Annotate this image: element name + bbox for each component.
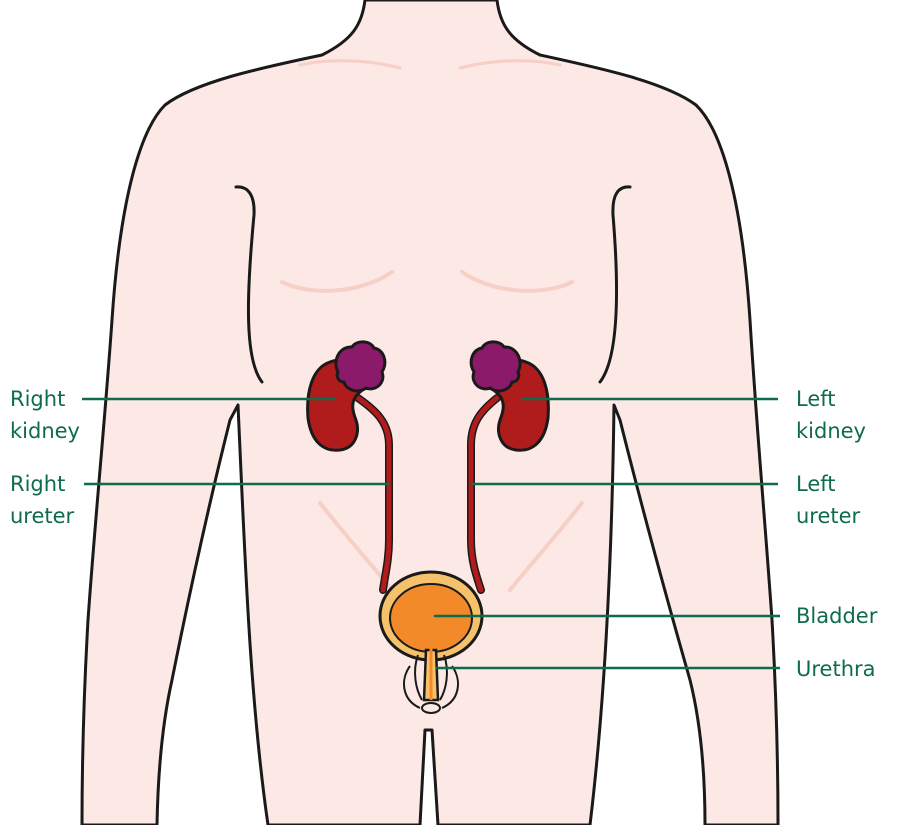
- collar-shade-left: [458, 59, 562, 70]
- labia-left: [403, 665, 421, 709]
- right-adrenal-gland: [334, 340, 387, 393]
- hip-shade-left: [508, 501, 584, 592]
- right-ureter-fill: [355, 395, 392, 593]
- chest-shade-left: [460, 270, 574, 293]
- left-ureter-fill: [468, 395, 500, 593]
- bladder-inner: [389, 583, 473, 653]
- collar-shade-right: [298, 59, 402, 70]
- label-left-ureter-line2: ureter: [796, 504, 861, 528]
- body-silhouette: [80, 0, 780, 825]
- label-right-ureter-line2: ureter: [10, 504, 75, 528]
- urethra-sphincter-right: [439, 654, 448, 701]
- label-left-kidney-line2: kidney: [796, 419, 866, 443]
- label-right-kidney-line2: kidney: [10, 419, 80, 443]
- left-arm-line: [598, 185, 632, 384]
- urethral-opening: [421, 702, 441, 714]
- label-left-ureter-line1: Left: [796, 472, 836, 496]
- label-bladder: Bladder: [796, 604, 878, 628]
- right-arm-line: [234, 185, 264, 384]
- label-urethra: Urethra: [796, 657, 876, 681]
- leader-lines: [82, 397, 780, 670]
- label-right-kidney-line1: Right: [10, 387, 65, 411]
- label-right-ureter-line1: Right: [10, 472, 65, 496]
- urethra-sphincter-left: [414, 654, 423, 701]
- left-adrenal-gland: [469, 340, 522, 393]
- labia-right: [441, 665, 459, 709]
- label-left-kidney-line1: Left: [796, 387, 836, 411]
- chest-shade-right: [280, 270, 394, 293]
